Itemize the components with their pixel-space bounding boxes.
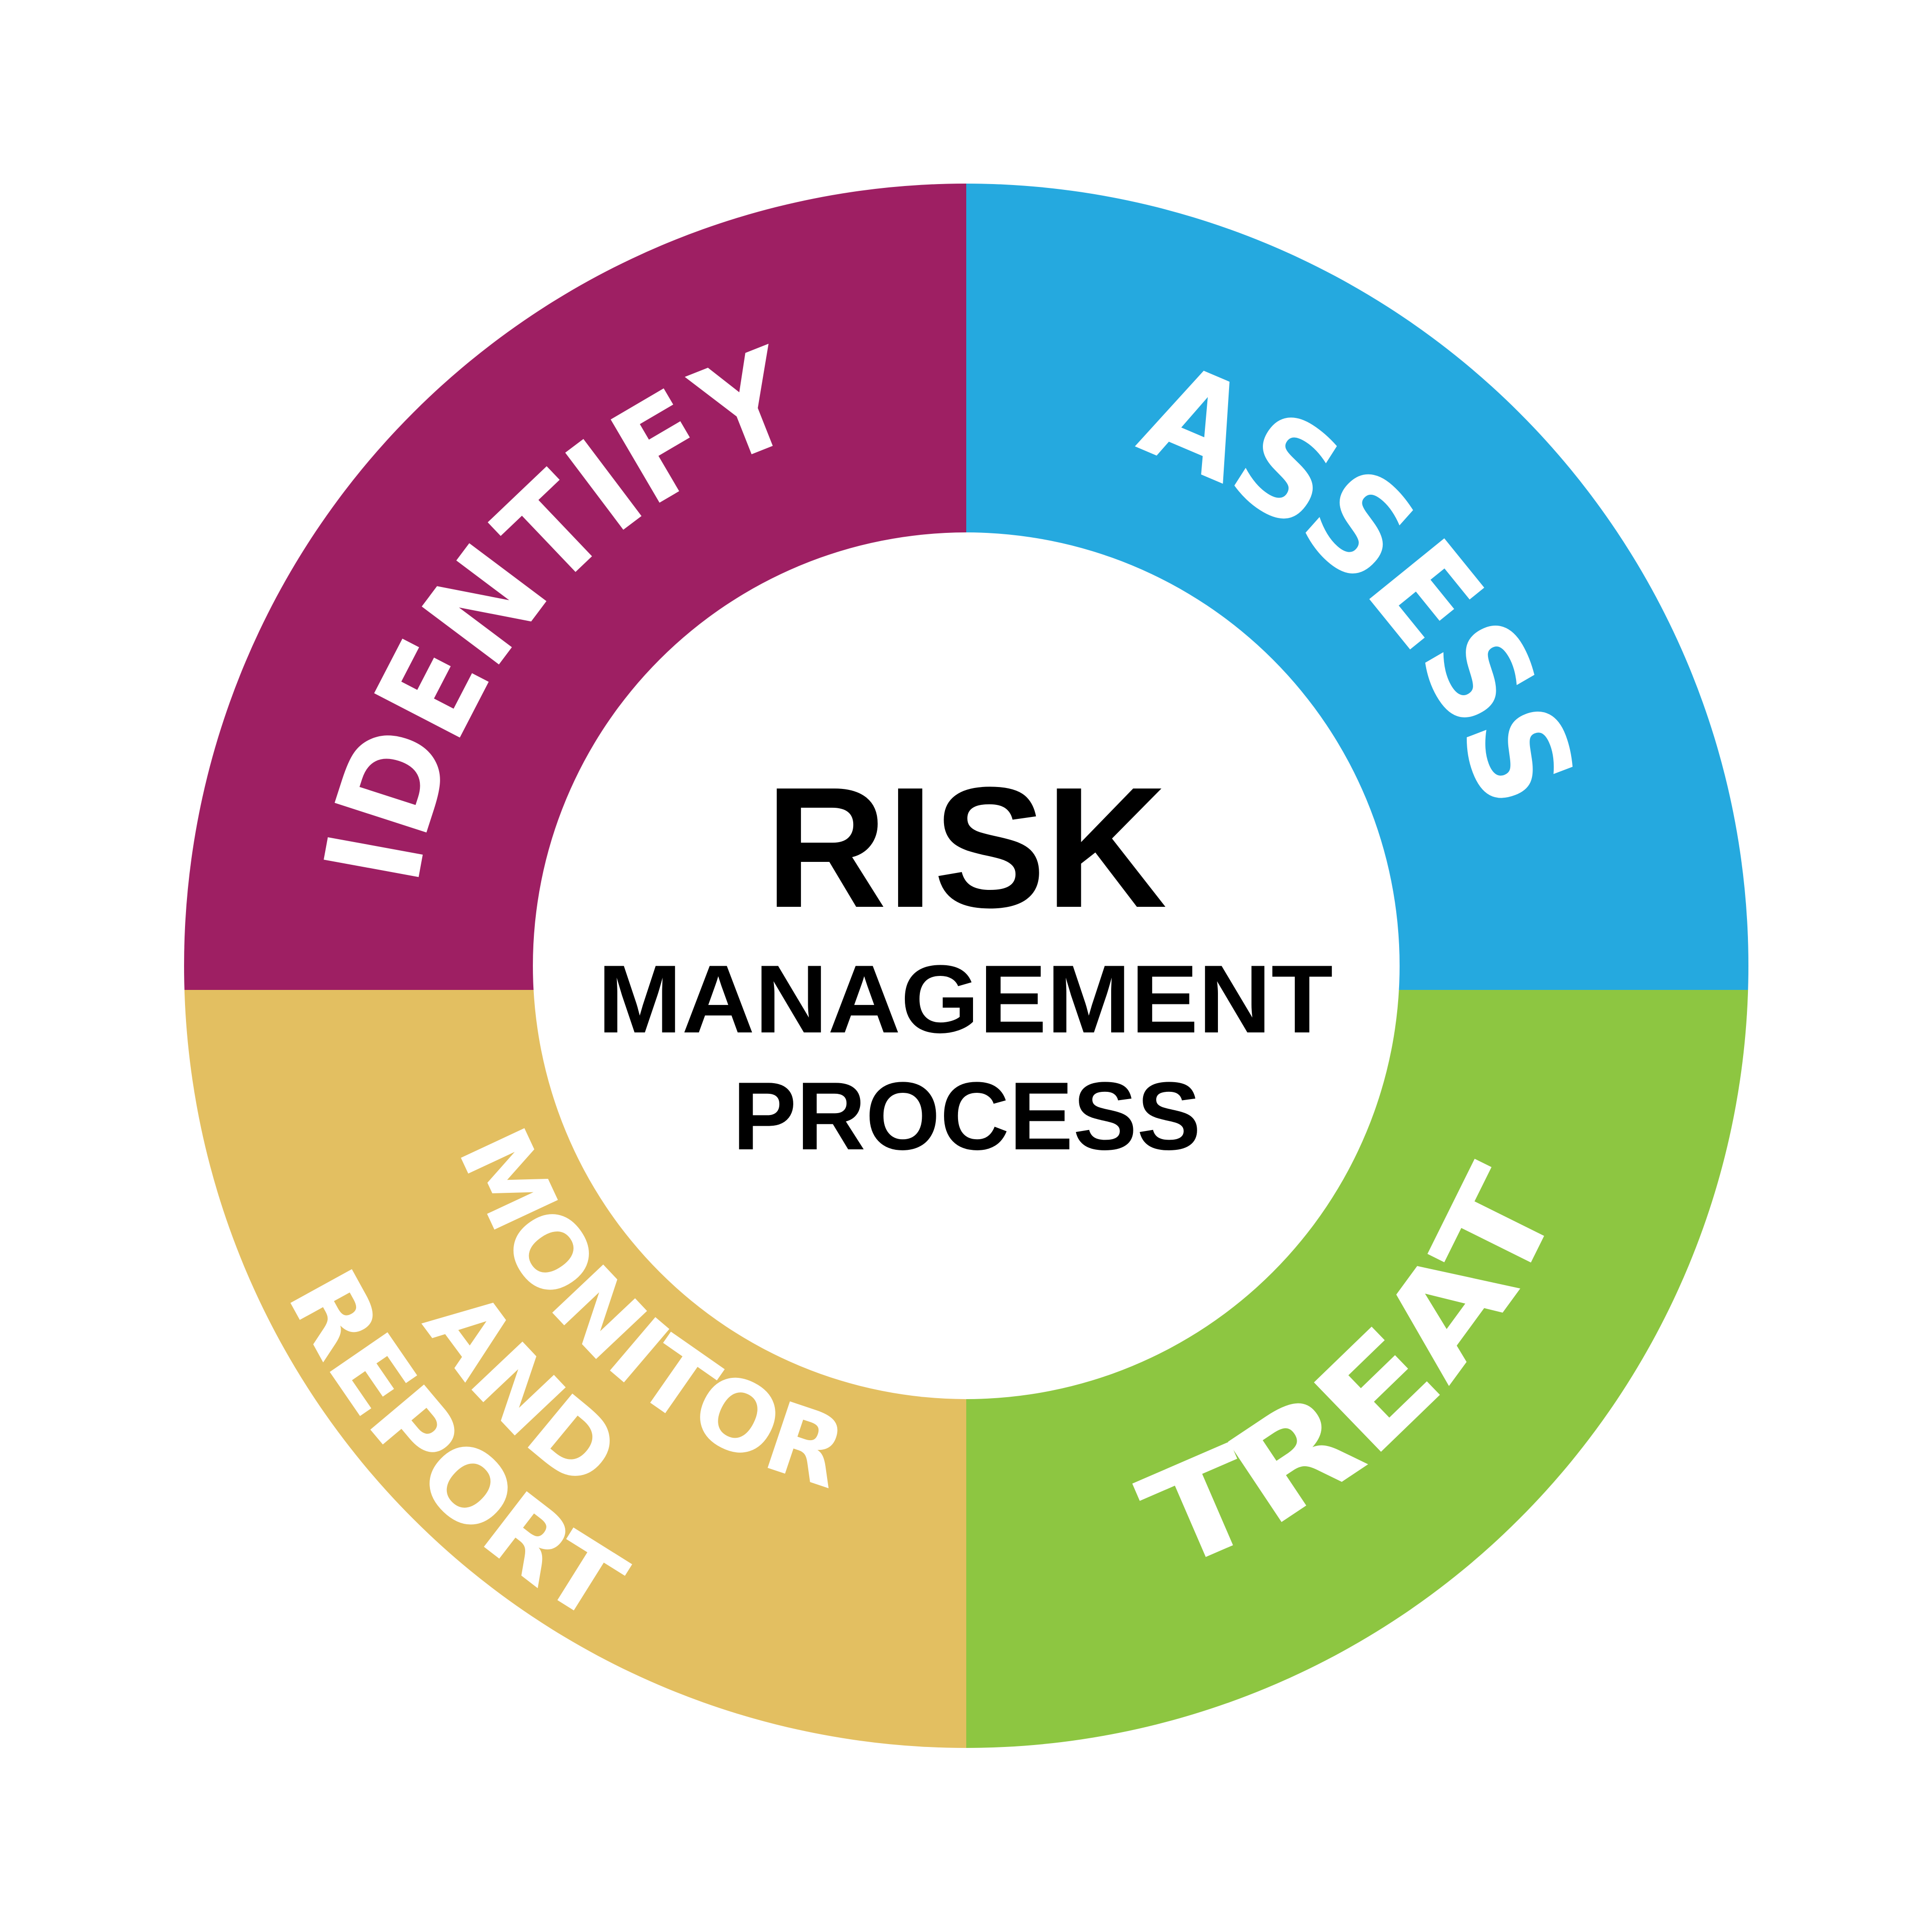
title-management: MANAGEMENT: [598, 945, 1333, 1053]
title-process: PROCESS: [733, 1062, 1201, 1170]
title-risk: RISK: [766, 752, 1167, 944]
center-circle: [533, 532, 1400, 1399]
